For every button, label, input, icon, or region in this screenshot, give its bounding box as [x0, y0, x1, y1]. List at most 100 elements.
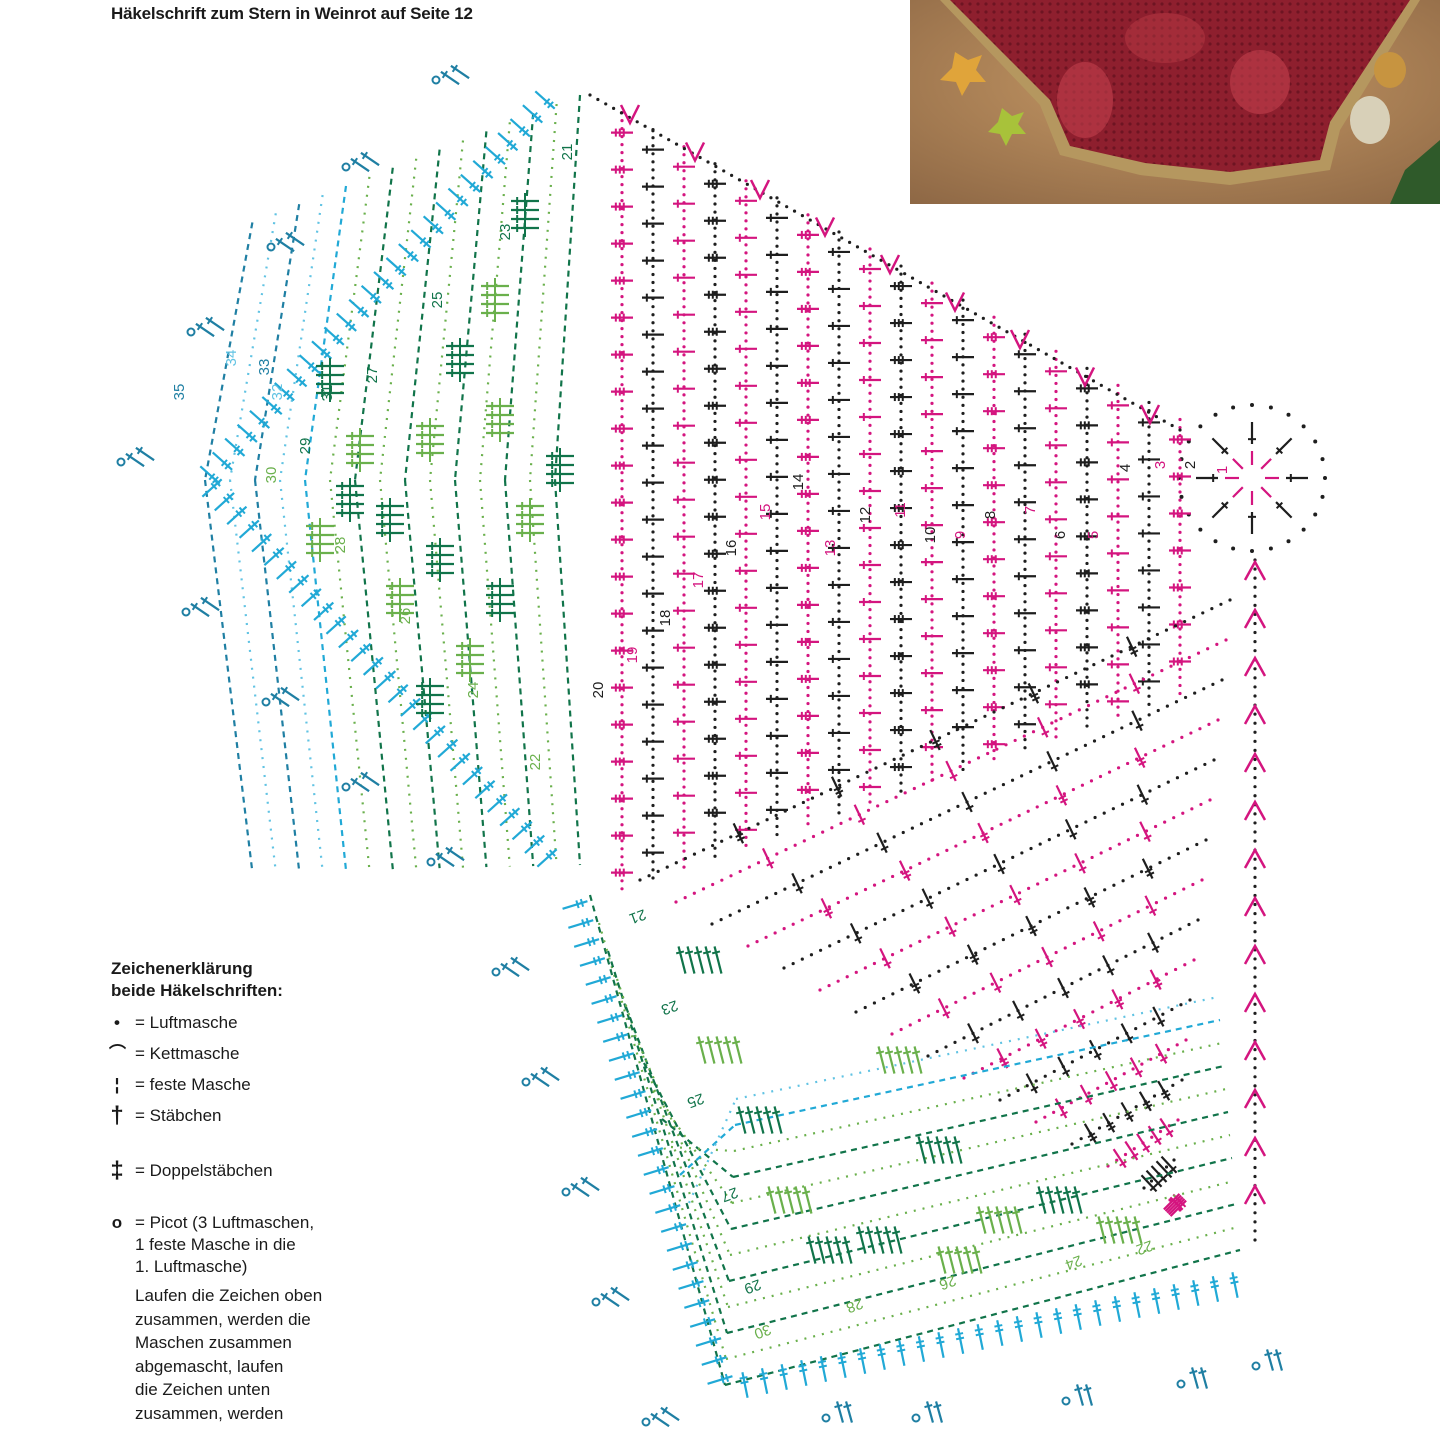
column-chain-dot	[806, 509, 810, 513]
upper-edge-dot	[1123, 397, 1127, 401]
diag-row-dot	[1008, 973, 1013, 977]
column-chain-dot	[806, 645, 810, 650]
diag-row-dot	[792, 883, 796, 887]
diag-row-dot	[1178, 1208, 1182, 1212]
lower-green-stitch	[917, 1136, 927, 1164]
picot-cluster-stitch	[611, 1286, 618, 1295]
upper-edge-dot	[769, 196, 773, 200]
cyan-rib-stitch	[245, 431, 253, 439]
diag-row-dot	[1164, 972, 1168, 976]
column-chain-dot	[806, 782, 810, 786]
diag-row-dot	[981, 987, 985, 991]
diag-row-stitch	[1059, 798, 1069, 804]
column-chain-dot	[651, 626, 655, 631]
column-chain-dot	[899, 450, 903, 454]
diag-row-dot	[1117, 842, 1121, 846]
column-chain-dot	[868, 511, 872, 516]
column-chain-dot	[682, 641, 686, 645]
diag-row-stitch	[1147, 932, 1159, 953]
column-chain-dot	[1085, 472, 1089, 476]
upper-edge-dot	[1170, 423, 1174, 428]
column-chain-dot	[1116, 633, 1120, 637]
column-chain-dot	[961, 395, 965, 399]
column-chain-dot	[1147, 629, 1151, 633]
lower-cyan-rib	[760, 1368, 769, 1394]
lower-cyan-rib	[573, 938, 600, 948]
lower-cyan-rib	[1230, 1280, 1239, 1285]
page-title: Häkelschrift zum Stern in Weinrot auf Se…	[111, 4, 473, 23]
column-chain-dot	[775, 429, 779, 434]
cyan-rib-stitch	[398, 243, 419, 263]
column-chain-dot	[806, 629, 810, 634]
column-chain-dot	[620, 487, 624, 491]
column-chain-dot	[837, 504, 841, 508]
column-chain-dot	[1023, 519, 1027, 523]
column-chain-dot	[1178, 675, 1182, 679]
column-chain-dot	[1054, 719, 1058, 723]
column-chain-dot	[1054, 574, 1058, 578]
diag-row-dot	[1187, 922, 1191, 927]
diag-row-dot	[1153, 748, 1157, 753]
diag-row-dot	[983, 869, 987, 873]
diag-row-dot	[765, 818, 769, 822]
column-chain-dot	[775, 228, 779, 232]
lower-cyan-rib	[876, 1348, 885, 1352]
column-chain-dot	[868, 431, 872, 435]
diag-row-stitch	[880, 845, 889, 851]
diag-row-dot	[809, 953, 814, 957]
column-chain-dot	[961, 387, 965, 391]
diag-row-dot	[800, 957, 804, 961]
cyan-rib-stitch	[462, 753, 469, 761]
diag-row-stitch	[1126, 1114, 1135, 1121]
diag-row-stitch	[1074, 852, 1086, 874]
column-chain-dot	[992, 452, 996, 456]
lower-green-stitch	[944, 1250, 954, 1255]
diag-row-stitch	[1088, 900, 1097, 906]
lower-green-stitch	[713, 1040, 723, 1045]
upper-edge-dot	[800, 214, 805, 218]
picot-mark	[341, 162, 351, 172]
column-chain-dot	[868, 736, 872, 740]
right-edge-dot	[1253, 685, 1257, 689]
column-chain-dot	[775, 454, 779, 458]
column-chain-dot	[837, 496, 841, 500]
diag-row-dot	[1114, 690, 1118, 695]
column-chain-dot	[899, 789, 903, 793]
right-shell-v	[1243, 1183, 1267, 1205]
column-chain-dot	[837, 311, 841, 315]
cyan-rib-stitch	[409, 701, 416, 710]
column-chain-dot	[744, 195, 748, 199]
column-chain-dot	[744, 771, 748, 775]
diag-row-dot	[863, 1005, 867, 1010]
diag-row-dot	[1160, 936, 1164, 940]
diag-row-dot	[827, 905, 831, 909]
column-chain-dot	[992, 757, 996, 761]
column-chain-dot	[1054, 430, 1058, 434]
column-chain-dot	[930, 554, 934, 558]
right-edge-dot	[1253, 649, 1257, 653]
diag-row-dot	[1198, 727, 1202, 731]
diag-row-stitch	[925, 901, 935, 907]
column-chain-dot	[1147, 490, 1151, 494]
column-chain-dot	[1085, 399, 1089, 403]
legend-text-picot: = Picot (3 Luftmaschen, 1 feste Masche i…	[135, 1213, 315, 1276]
diag-row-dot	[1195, 842, 1199, 847]
column-chain-dot	[775, 381, 779, 385]
diag-row-dot	[983, 791, 987, 795]
diag-row-dot	[980, 1066, 985, 1071]
column-chain-dot	[620, 383, 624, 387]
right-shell-v	[1243, 991, 1267, 1013]
lower-green-stitch	[737, 1106, 747, 1134]
column-chain-dot	[899, 369, 903, 373]
round-label: 29	[742, 1275, 763, 1297]
lower-green-stitch	[1106, 1216, 1116, 1244]
column-chain-dot	[1178, 538, 1182, 542]
lower-green-stitch	[1013, 1206, 1023, 1234]
cyan-rib-stitch	[422, 215, 444, 235]
lower-green-stitch	[875, 1050, 885, 1055]
column-chain-dot	[1023, 478, 1027, 482]
column-chain-dot	[620, 271, 624, 275]
cyan-rib-stitch	[400, 685, 407, 693]
lower-green-stitch	[1071, 1190, 1081, 1195]
column-chain-dot	[620, 879, 624, 883]
